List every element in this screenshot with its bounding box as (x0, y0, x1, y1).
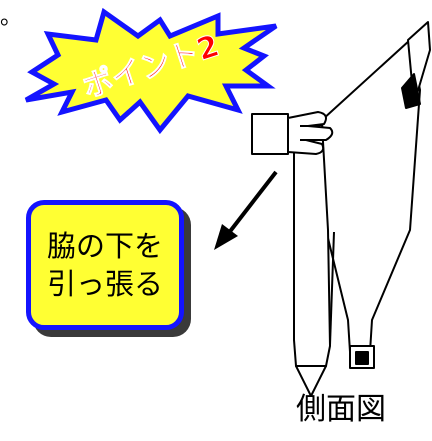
arrow-down-left-icon (214, 170, 278, 250)
garment-side-view (293, 21, 431, 397)
callout-line-2: 引っ張る (46, 267, 163, 301)
badge-starburst (24, 7, 278, 135)
garment-tip (295, 365, 327, 397)
hand-fingers (287, 111, 334, 155)
garment-cuff-inner (355, 351, 369, 365)
point-badge: ポイント2 (24, 7, 278, 135)
callout-line-1: 脇の下を (46, 229, 163, 263)
side-view-caption: 側面図 (296, 392, 386, 427)
instruction-callout: 脇の下を 引っ張る (26, 200, 184, 330)
bullet-mark: 。 (0, 5, 23, 30)
hand-icon (251, 111, 334, 155)
garment-strap-tab (401, 73, 421, 109)
arrow-head (214, 224, 238, 250)
garment-fold-line (329, 231, 335, 346)
sleeve-cuff (251, 113, 289, 155)
arrow-shaft (226, 170, 278, 236)
garment-front-panel (293, 123, 331, 367)
